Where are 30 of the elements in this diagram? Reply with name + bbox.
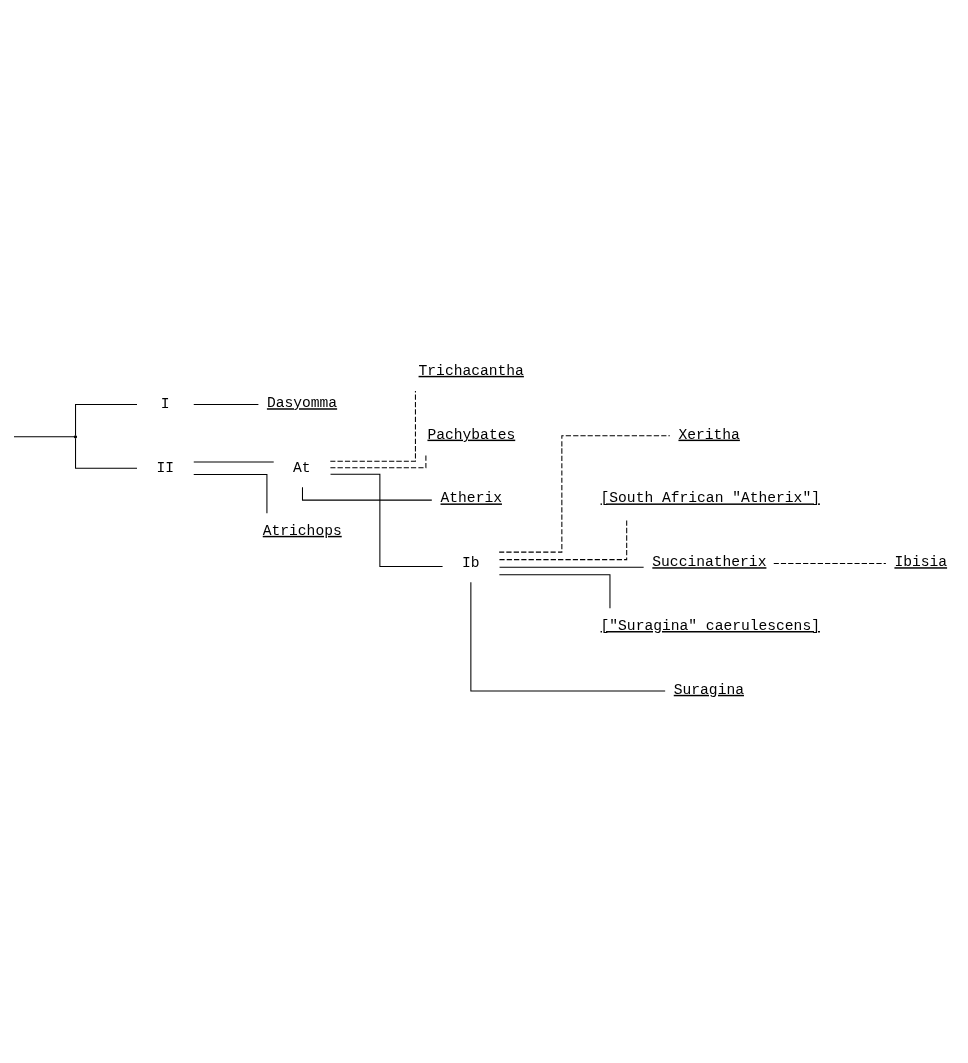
node-text: Xeritha bbox=[678, 426, 740, 443]
connector bbox=[498, 518, 628, 561]
connector bbox=[329, 390, 416, 462]
connector bbox=[193, 473, 268, 514]
node-text: Ib bbox=[461, 555, 480, 572]
connector bbox=[498, 574, 611, 609]
connector bbox=[13, 436, 75, 438]
node-point bbox=[73, 435, 78, 439]
connector bbox=[75, 437, 138, 469]
node-text: [South African "Atherix"] bbox=[600, 490, 820, 507]
node-text: Trichacantha bbox=[418, 362, 524, 379]
node-text: Pachybates bbox=[427, 426, 516, 443]
node-text: At bbox=[293, 460, 311, 477]
node-text: Ibisia bbox=[894, 554, 948, 571]
connector bbox=[193, 403, 259, 405]
node-text: Succinatherix bbox=[652, 554, 767, 571]
connector bbox=[498, 435, 671, 553]
connector bbox=[499, 566, 645, 568]
node-text: Suragina bbox=[673, 681, 744, 698]
node-text: II bbox=[156, 460, 175, 477]
node-text: I bbox=[160, 396, 170, 413]
node-text: ["Suragina" caerulescens] bbox=[600, 618, 820, 635]
connector bbox=[75, 403, 138, 436]
connector bbox=[470, 581, 666, 692]
connector bbox=[329, 454, 427, 469]
node-text: Dasyomma bbox=[266, 395, 338, 412]
connector bbox=[773, 562, 887, 564]
node-text: Atherix bbox=[440, 490, 502, 507]
connector bbox=[330, 473, 444, 568]
node-text: Atrichops bbox=[262, 522, 342, 539]
